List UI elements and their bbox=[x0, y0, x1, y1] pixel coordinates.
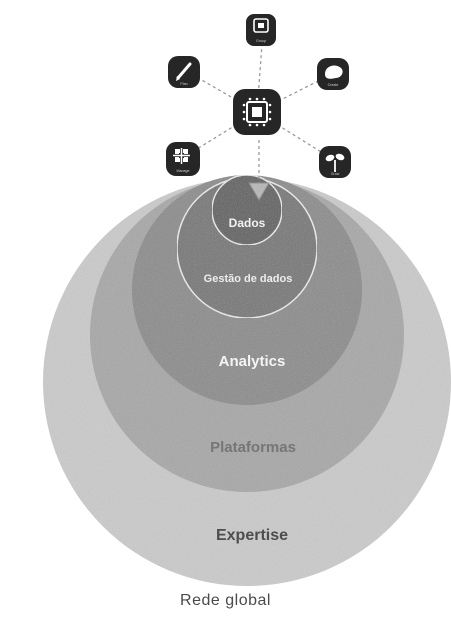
pen-icon bbox=[176, 62, 192, 81]
satellite-label-group: Group bbox=[256, 39, 266, 43]
satellite-grow: Grow bbox=[319, 146, 351, 178]
ring-label-gestao: Gestão de dados bbox=[204, 273, 293, 285]
shape-icon bbox=[325, 65, 343, 79]
ring-label-dados: Dados bbox=[229, 216, 266, 230]
satellite-create: Create bbox=[317, 58, 349, 90]
connector-top bbox=[256, 43, 263, 113]
satellite-label-grow: Grow bbox=[331, 172, 340, 176]
footer-label: Rede global bbox=[180, 592, 271, 609]
satellite-group: Group bbox=[246, 14, 276, 46]
ring-label-plataformas: Plataformas bbox=[210, 439, 296, 456]
satellite-label-manage: Manage bbox=[177, 169, 190, 173]
satellite-plan: Plan bbox=[168, 56, 200, 88]
sprout-icon bbox=[325, 153, 345, 172]
ring-label-expertise: Expertise bbox=[216, 527, 288, 544]
arrow-down-icon bbox=[248, 182, 270, 201]
satellite-label-create: Create bbox=[328, 83, 339, 87]
hub-node bbox=[233, 89, 281, 135]
satellite-label-plan: Plan bbox=[180, 82, 187, 86]
ring-dados bbox=[211, 174, 283, 246]
grid-chip-icon bbox=[242, 97, 272, 127]
frame-icon bbox=[253, 18, 269, 33]
satellite-manage: Manage bbox=[166, 142, 200, 176]
apps-icon bbox=[173, 148, 190, 164]
ring-label-analytics: Analytics bbox=[219, 353, 286, 370]
